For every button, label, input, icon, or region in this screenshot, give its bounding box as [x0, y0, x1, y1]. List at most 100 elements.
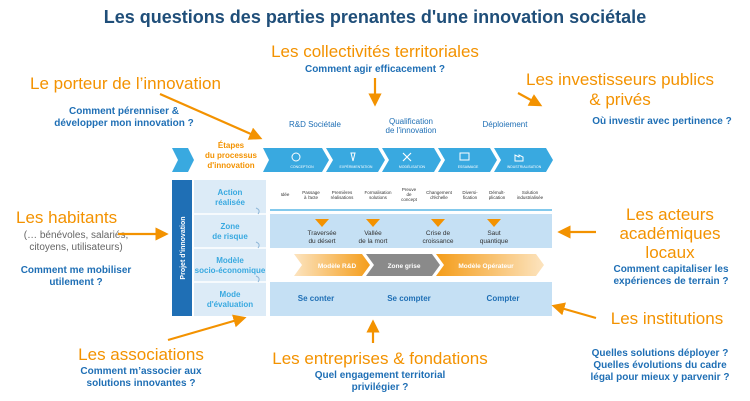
stakeholder-acteurs-line2: académiques — [619, 224, 721, 243]
etapes-label-line3: d'innovation — [207, 161, 254, 170]
action-idee: Idée — [281, 192, 290, 197]
stakeholder-investisseurs: Les investisseurs publics & privés — [500, 70, 740, 110]
row-label-mode-line1: Mode — [220, 290, 241, 299]
tools-icon — [402, 152, 412, 162]
stakeholder-acteurs: Les acteurs académiques locaux — [600, 205, 740, 262]
row-label-action-line1: Action — [218, 188, 243, 197]
question-habitants-line1: Comment me mobiliser — [20, 265, 132, 276]
action-preuve-2: de — [406, 192, 412, 197]
stakeholder-habitants: Les habitants — [16, 208, 118, 227]
question-associations: Comment m’associer aux solutions innovan… — [56, 366, 226, 390]
risk-traversee-line2: du désert — [308, 238, 335, 245]
model-grey-arrow — [366, 254, 440, 276]
action-solution-2: industrialisée — [517, 195, 544, 200]
question-entreprises-line1: Quel engagement territorial — [314, 370, 446, 381]
stakeholder-acteurs-line3: locaux — [645, 243, 695, 262]
question-institutions: Quelles solutions déployer ? Quelles évo… — [574, 348, 746, 384]
question-institutions-line3: légal pour mieux y parvenir ? — [590, 372, 730, 383]
risk-marker-4 — [487, 219, 501, 227]
risk-crise-line2: croissance — [422, 238, 453, 245]
action-diversification-2: fication — [463, 195, 478, 200]
row-label-modele-line2: socio-économique — [195, 266, 266, 275]
project-vertical-label: Projet d'innovation — [180, 216, 187, 279]
action-formalisation-2: solutions — [369, 195, 388, 200]
question-acteurs-line2: expériences de terrain ? — [613, 276, 729, 287]
head-icon — [291, 152, 301, 162]
chevron-label-conception: CONCEPTION — [290, 165, 314, 169]
action-solution-1: Solution — [522, 190, 539, 195]
question-investisseurs: Où investir avec pertinence ? — [592, 116, 732, 127]
row-label-modele-line1: Modèle — [216, 256, 244, 265]
flask-icon — [350, 152, 356, 162]
risk-traversee-line1: Traversée — [307, 230, 336, 237]
action-premieres-2: réalisations — [331, 195, 355, 200]
action-formalisation-1: Formalisation — [364, 190, 392, 195]
question-acteurs: Comment capitaliser les expériences de t… — [598, 264, 744, 288]
risk-saut-line2: quantique — [480, 238, 509, 245]
factory-icon — [514, 154, 524, 162]
action-premieres-1: Premières — [332, 190, 353, 195]
question-porteur-line2: développer mon innovation ? — [54, 118, 194, 129]
question-acteurs-line1: Comment capitaliser les — [613, 264, 729, 275]
chevron-label-modelisation: MODÉLISATION — [399, 164, 426, 169]
arrow-institutions — [551, 302, 597, 320]
detail-habitants: (… bénévoles, salariés, citoyens, utilis… — [6, 230, 146, 254]
chevron-experimentation — [326, 148, 385, 172]
actions-row — [270, 180, 552, 214]
page-title: Les questions des parties prenantes d'un… — [103, 7, 647, 27]
question-habitants-line2: utilement ? — [49, 277, 103, 288]
stakeholder-entreprises: Les entreprises & fondations — [272, 349, 488, 368]
chevron-label-industrialisation: INDUSTRIALISATION — [507, 165, 542, 169]
action-passage-2: à l'acte — [304, 195, 319, 200]
model-rd-label: Modèle R&D — [318, 263, 357, 270]
stakeholder-institutions: Les institutions — [610, 309, 724, 328]
row-label-mode-line2: d'évaluation — [207, 300, 253, 309]
model-operateur-label: Modèle Opérateur — [458, 263, 514, 270]
question-institutions-line2: Quelles évolutions du cadre — [593, 360, 727, 371]
stakeholder-porteur: Le porteur de l’innovation — [30, 74, 221, 93]
chevron-modelisation — [382, 148, 441, 172]
question-institutions-line1: Quelles solutions déployer ? — [591, 348, 729, 359]
risk-crise-line1: Crise de — [426, 230, 451, 237]
detail-habitants-line1: (… bénévoles, salariés, — [23, 230, 129, 241]
question-collectivites: Comment agir efficacement ? — [304, 64, 446, 75]
action-labels: Idée Passage à l'acte Premières réalisat… — [281, 187, 544, 202]
question-entreprises: Quel engagement territorial privilégier … — [245, 370, 515, 394]
arrow-porteur — [159, 92, 263, 140]
model-grey-label: Zone grise — [388, 263, 421, 270]
model-rd-arrow — [294, 254, 370, 276]
question-entreprises-line2: privilégier ? — [351, 382, 409, 393]
stakeholder-acteurs-line1: Les acteurs — [626, 205, 714, 224]
risk-saut-line1: Saut — [487, 230, 501, 237]
row-label-action-line2: réalisée — [215, 198, 245, 207]
action-changement-1: Changement — [426, 190, 453, 195]
stakeholder-investisseurs-line2: & privés — [589, 90, 651, 109]
chevron-label-essaimage: ESSAIMAGE — [458, 165, 479, 169]
phase-deploiement: Déploiement — [483, 120, 529, 129]
arrow-associations — [167, 314, 247, 342]
risk-vallee-line1: Vallée — [364, 230, 382, 237]
action-preuve-3: concept — [401, 197, 418, 202]
arrow-investisseurs — [517, 92, 543, 107]
phase-rd: R&D Sociétale — [289, 120, 342, 129]
stakeholder-associations: Les associations — [78, 345, 204, 364]
evaluation-row — [270, 282, 552, 316]
action-passage-1: Passage — [302, 190, 320, 195]
risk-vallee-line2: de la mort — [359, 238, 388, 245]
detail-habitants-line2: citoyens, utilisateurs) — [29, 242, 123, 253]
project-vertical-bar — [172, 180, 192, 316]
question-porteur-line1: Comment pérenniser & — [68, 106, 180, 117]
row-arrow-3 — [255, 275, 260, 283]
chevron-label-experimentation: EXPÉRIMENTATION — [340, 164, 373, 169]
phase-qualification-line2: de l'innovation — [386, 126, 437, 135]
spread-icon — [459, 152, 470, 161]
question-associations-line2: solutions innovantes ? — [86, 378, 196, 389]
stakeholder-investisseurs-line1: Les investisseurs publics — [525, 70, 715, 89]
action-preuve-1: Preuve — [402, 187, 417, 192]
evaluation-compter: Compter — [487, 294, 520, 303]
row-label-zone-line1: Zone — [220, 222, 240, 231]
model-operateur-arrow — [436, 254, 544, 276]
chevron-conception — [272, 148, 329, 172]
row-arrow-2 — [255, 241, 260, 249]
